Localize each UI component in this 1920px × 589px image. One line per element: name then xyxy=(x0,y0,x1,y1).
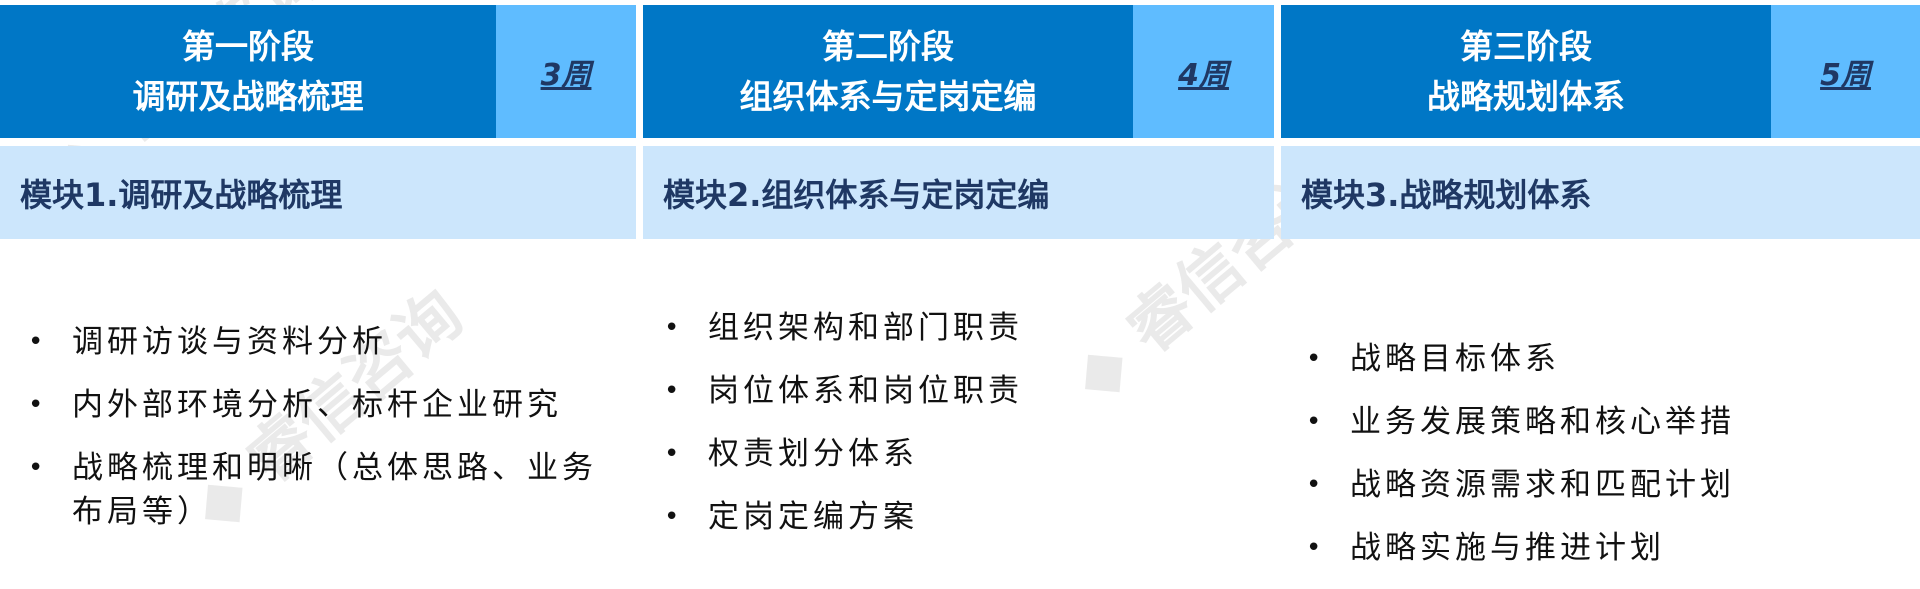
list-item: 内外部环境分析、标杆企业研究 xyxy=(28,383,628,427)
list-item: 战略梳理和明晰（总体思路、业务布局等） xyxy=(28,446,628,534)
stage-3-items: 战略目标体系 业务发展策略和核心举措 战略资源需求和匹配计划 战略实施与推进计划 xyxy=(1306,337,1906,589)
list-item: 权责划分体系 xyxy=(664,432,1264,476)
stage-subtitle: 调研及战略梳理 xyxy=(132,76,364,116)
list-item: 战略实施与推进计划 xyxy=(1306,526,1906,570)
stage-header: 第一阶段 调研及战略梳理 xyxy=(0,5,496,138)
list-item: 岗位体系和岗位职责 xyxy=(664,369,1264,413)
module-bar: 模块1.调研及战略梳理 xyxy=(0,146,636,239)
list-item: 组织架构和部门职责 xyxy=(664,306,1264,350)
stage-title: 第二阶段 xyxy=(822,26,954,66)
list-item: 调研访谈与资料分析 xyxy=(28,320,628,364)
module-bar: 模块2.组织体系与定岗定编 xyxy=(643,146,1274,239)
stage-weeks: 5周 xyxy=(1771,5,1920,138)
stage-1-items: 调研访谈与资料分析 内外部环境分析、标杆企业研究 战略梳理和明晰（总体思路、业务… xyxy=(28,320,628,553)
list-item: 战略目标体系 xyxy=(1306,337,1906,381)
stage-title: 第三阶段 xyxy=(1460,26,1592,66)
list-item: 业务发展策略和核心举措 xyxy=(1306,400,1906,444)
stage-weeks: 4周 xyxy=(1133,5,1274,138)
stage-header: 第三阶段 战略规划体系 xyxy=(1281,5,1771,138)
module-bar: 模块3.战略规划体系 xyxy=(1281,146,1920,239)
list-item: 定岗定编方案 xyxy=(664,495,1264,539)
stage-subtitle: 战略规划体系 xyxy=(1427,76,1625,116)
list-item: 战略资源需求和匹配计划 xyxy=(1306,463,1906,507)
stage-header: 第二阶段 组织体系与定岗定编 xyxy=(643,5,1133,138)
stage-2-items: 组织架构和部门职责 岗位体系和岗位职责 权责划分体系 定岗定编方案 xyxy=(664,306,1264,558)
stage-subtitle: 组织体系与定岗定编 xyxy=(739,76,1037,116)
stage-weeks: 3周 xyxy=(496,5,636,138)
stage-title: 第一阶段 xyxy=(182,26,314,66)
